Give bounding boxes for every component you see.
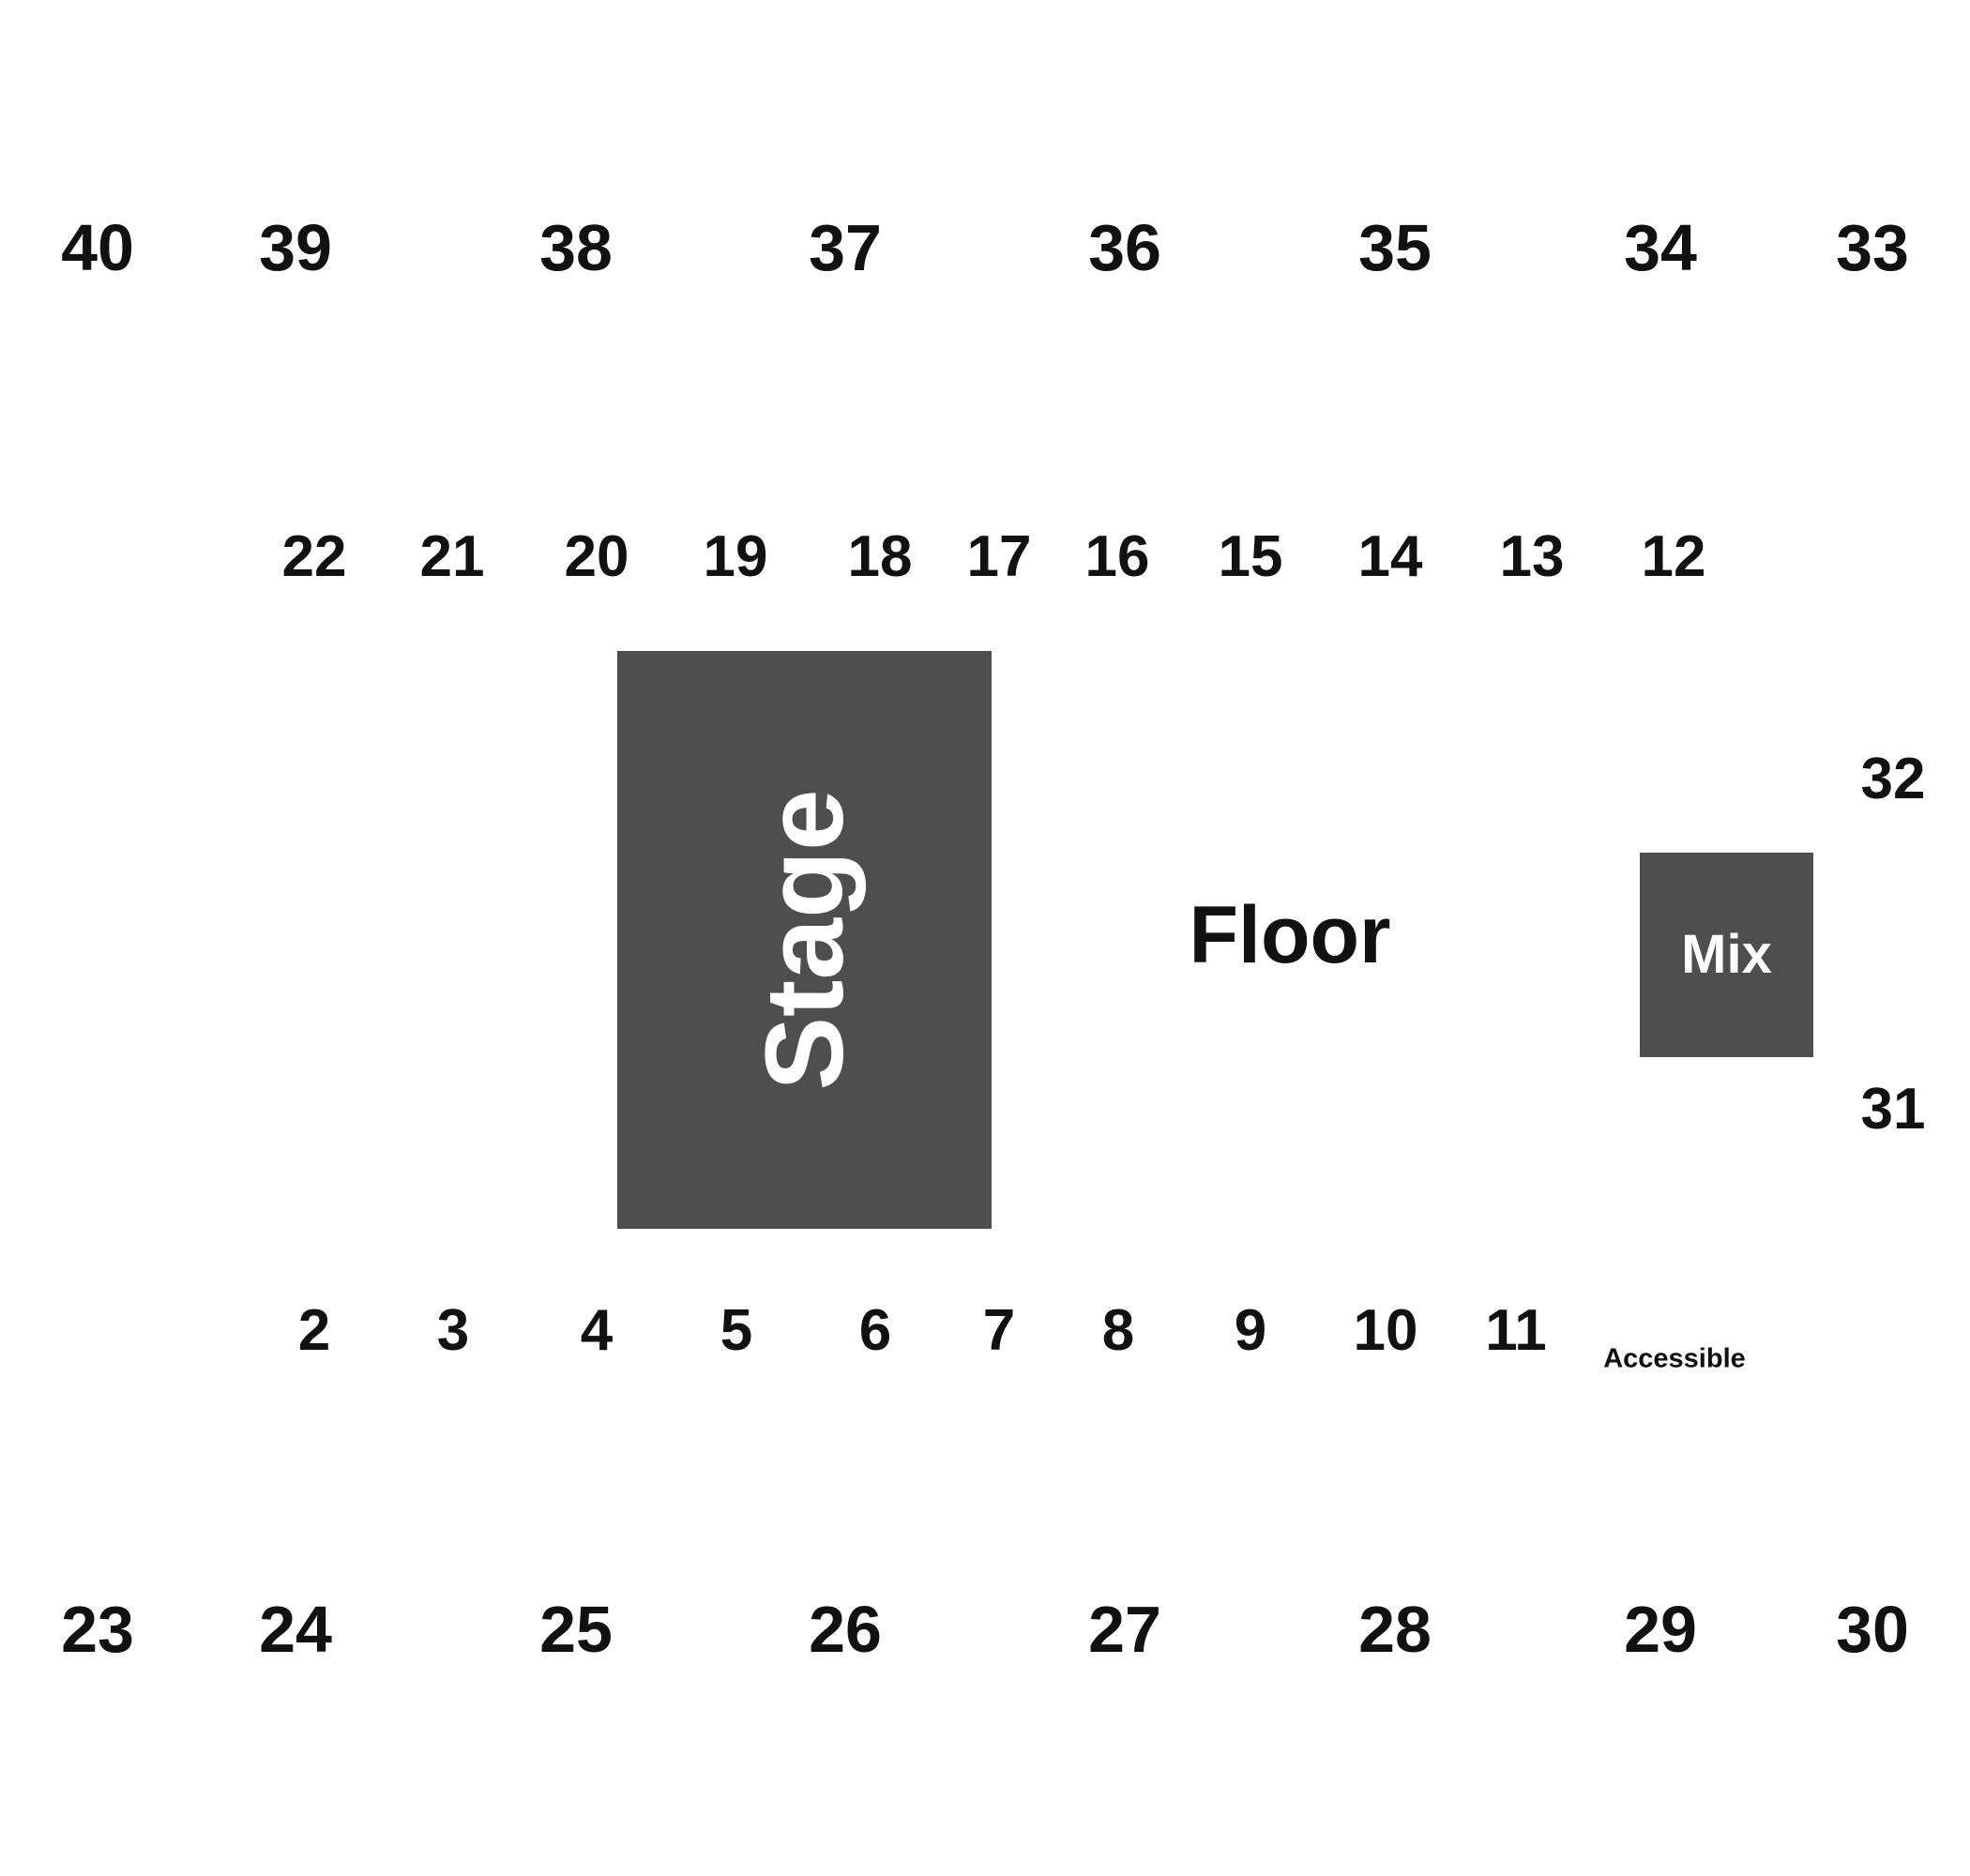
section-38[interactable]: 38	[539, 211, 613, 284]
section-17[interactable]: 17	[966, 524, 1032, 589]
section-33[interactable]: 33	[1836, 211, 1909, 284]
section-8[interactable]: 8	[1101, 1298, 1135, 1363]
section-35[interactable]: 35	[1358, 211, 1432, 284]
section-5[interactable]: 5	[720, 1298, 753, 1363]
section-34[interactable]: 34	[1624, 211, 1697, 284]
section-40[interactable]: 40	[61, 211, 134, 284]
section-3[interactable]: 3	[436, 1298, 470, 1363]
section-20[interactable]: 20	[564, 524, 629, 589]
section-25[interactable]: 25	[539, 1593, 613, 1666]
section-19[interactable]: 19	[703, 524, 768, 589]
section-37[interactable]: 37	[809, 211, 882, 284]
section-36[interactable]: 36	[1088, 211, 1161, 284]
section-18[interactable]: 18	[847, 524, 913, 589]
stage: Stage	[617, 651, 992, 1229]
mix-label: Mix	[1681, 924, 1772, 985]
section-39[interactable]: 39	[259, 211, 332, 284]
section-23[interactable]: 23	[61, 1593, 134, 1666]
section-26[interactable]: 26	[809, 1593, 882, 1666]
section-2[interactable]: 2	[297, 1298, 331, 1363]
section-12[interactable]: 12	[1641, 524, 1706, 589]
section-13[interactable]: 13	[1499, 524, 1565, 589]
section-16[interactable]: 16	[1084, 524, 1150, 589]
section-24[interactable]: 24	[259, 1593, 332, 1666]
section-6[interactable]: 6	[858, 1298, 892, 1363]
section-27[interactable]: 27	[1088, 1593, 1161, 1666]
section-28[interactable]: 28	[1358, 1593, 1432, 1666]
section-30[interactable]: 30	[1836, 1593, 1909, 1666]
section-10[interactable]: 10	[1353, 1298, 1418, 1363]
section-15[interactable]: 15	[1218, 524, 1283, 589]
section-29[interactable]: 29	[1624, 1593, 1697, 1666]
stage-label: Stage	[742, 789, 867, 1091]
section-32[interactable]: 32	[1860, 747, 1926, 811]
section-21[interactable]: 21	[419, 524, 485, 589]
accessible-area[interactable]: Accessible	[1603, 1343, 1746, 1374]
section-22[interactable]: 22	[281, 524, 347, 589]
section-9[interactable]: 9	[1234, 1298, 1267, 1363]
mix-position: Mix	[1640, 853, 1813, 1057]
section-7[interactable]: 7	[982, 1298, 1016, 1363]
section-14[interactable]: 14	[1357, 524, 1423, 589]
section-floor[interactable]: Floor	[1189, 890, 1391, 980]
section-11[interactable]: 11	[1485, 1298, 1547, 1363]
section-4[interactable]: 4	[580, 1298, 614, 1363]
section-31[interactable]: 31	[1860, 1077, 1926, 1142]
